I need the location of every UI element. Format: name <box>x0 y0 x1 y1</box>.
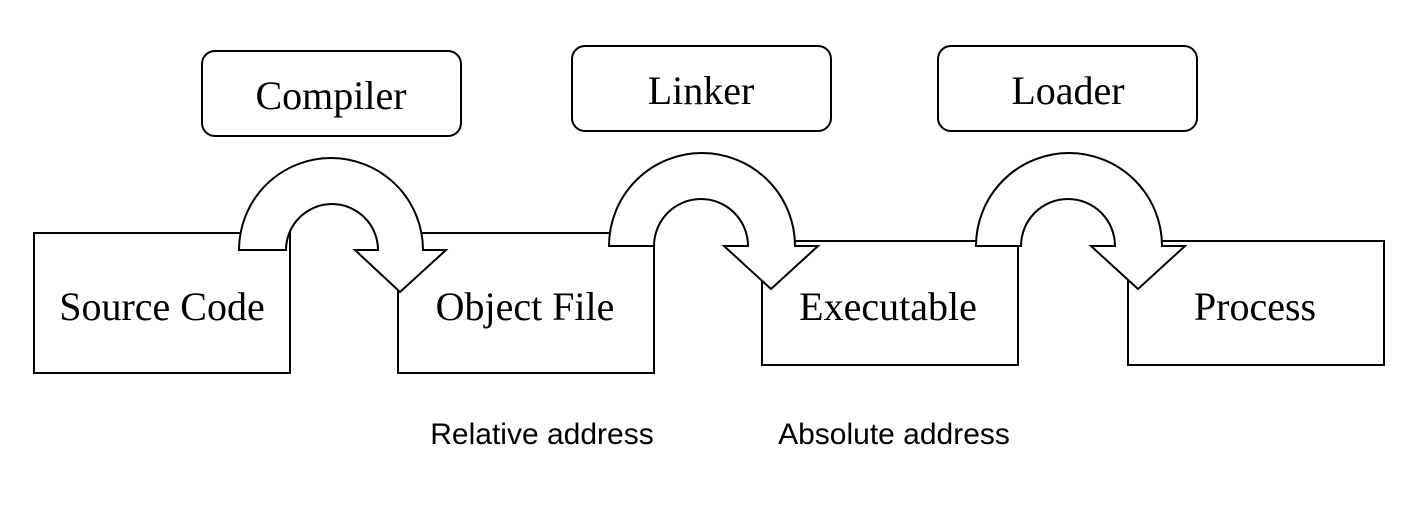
stage-label-executable: Executable <box>799 284 977 329</box>
tool-loader: Loader <box>937 45 1198 132</box>
stage-box-executable <box>761 240 1019 366</box>
compiler-curved-arrow <box>237 157 449 294</box>
tool-label-loader: Loader <box>1011 68 1124 113</box>
linker-curved-arrow <box>607 152 821 291</box>
tool-label-linker: Linker <box>648 68 755 113</box>
loader-curved-arrow <box>974 152 1188 291</box>
tool-label-compiler: Compiler <box>255 73 406 118</box>
tool-compiler: Compiler <box>201 50 462 137</box>
caption-relative-address: Relative address <box>430 418 653 451</box>
stage-label-object-file: Object File <box>436 284 615 329</box>
stage-label-source-code: Source Code <box>59 284 265 329</box>
tool-box-linker <box>571 45 832 132</box>
stage-label-process: Process <box>1194 284 1316 329</box>
tool-box-compiler <box>201 50 462 137</box>
tool-linker: Linker <box>571 45 832 132</box>
tool-box-loader <box>937 45 1198 132</box>
stage-box-object-file <box>397 232 655 374</box>
stage-box-source-code <box>33 232 291 374</box>
stage-box-process <box>1127 240 1385 366</box>
caption-absolute-address: Absolute address <box>778 418 1010 451</box>
